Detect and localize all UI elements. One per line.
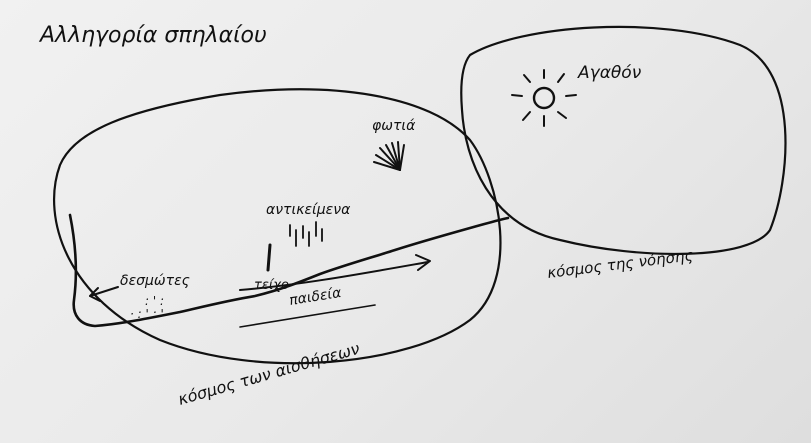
prisoners-label: δεσμώτες [120, 273, 190, 289]
diagram-title: Αλληγορία σπηλαίου [38, 23, 267, 48]
svg-text:: ' :: : ' : [145, 294, 164, 308]
objects-icon [289, 221, 323, 247]
wall-mark [266, 243, 272, 272]
prisoners-marks: · : ' : ' · : ' : [130, 294, 171, 321]
education-label: παιδεία [288, 285, 343, 309]
sensible-world-ellipse [52, 88, 502, 365]
education-underline [239, 304, 376, 328]
sun-icon [511, 69, 577, 127]
intelligible-world-ellipse [460, 25, 787, 256]
prisoners-arrow [89, 286, 119, 302]
sun-label: Αγαθόν [577, 63, 642, 83]
sensible-world-label: κόσμος των αισθήσεων [176, 339, 362, 409]
education-arrow [239, 254, 431, 291]
fire-icon [373, 141, 405, 171]
svg-text:· : ' : ' ·: · : ' : ' · [130, 307, 171, 321]
objects-label: αντικείμενα [266, 202, 351, 218]
cave-path [68, 213, 510, 328]
fire-label: φωτιά [372, 118, 416, 134]
